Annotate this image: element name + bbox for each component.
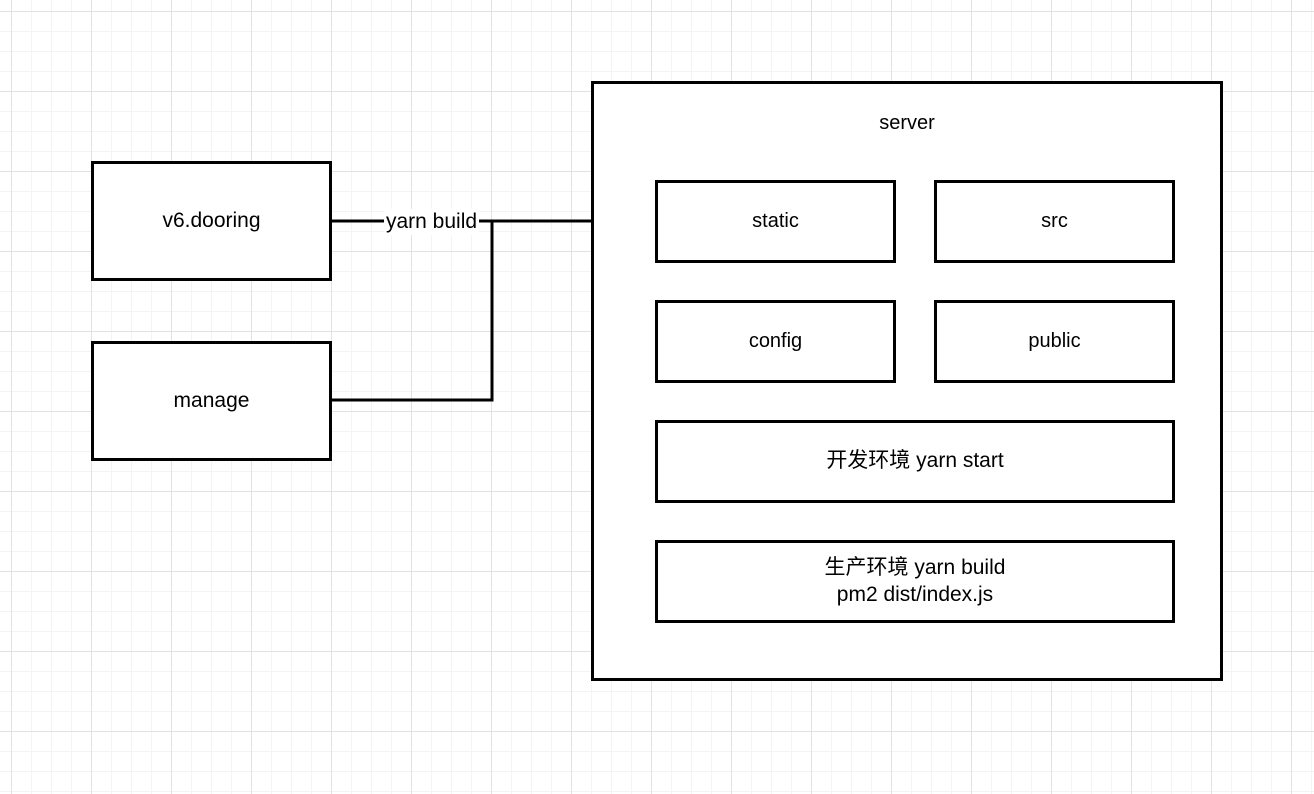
node-config-label: config xyxy=(748,329,803,352)
node-dev-env[interactable]: 开发环境 yarn start xyxy=(655,420,1175,503)
node-config[interactable]: config xyxy=(655,300,896,383)
node-public[interactable]: public xyxy=(934,300,1175,383)
node-src[interactable]: src xyxy=(934,180,1175,263)
node-manage[interactable]: manage xyxy=(91,341,332,461)
edge-manage-to-static xyxy=(332,221,494,402)
node-v6-dooring-label: v6.dooring xyxy=(162,208,261,232)
node-prod-env[interactable]: 生产环境 yarn build pm2 dist/index.js xyxy=(655,540,1175,623)
node-static[interactable]: static xyxy=(655,180,896,263)
node-dev-env-label: 开发环境 yarn start xyxy=(826,449,1004,473)
node-manage-label: manage xyxy=(173,388,250,412)
node-static-label: static xyxy=(752,209,799,232)
edge-label-yarn-build: yarn build xyxy=(384,209,480,235)
node-prod-env-label: 生产环境 yarn build pm2 dist/index.js xyxy=(824,555,1006,606)
node-public-label: public xyxy=(1028,329,1081,352)
node-v6-dooring[interactable]: v6.dooring xyxy=(91,161,332,281)
container-server-title: server xyxy=(879,112,935,134)
node-src-label: src xyxy=(1041,209,1068,232)
